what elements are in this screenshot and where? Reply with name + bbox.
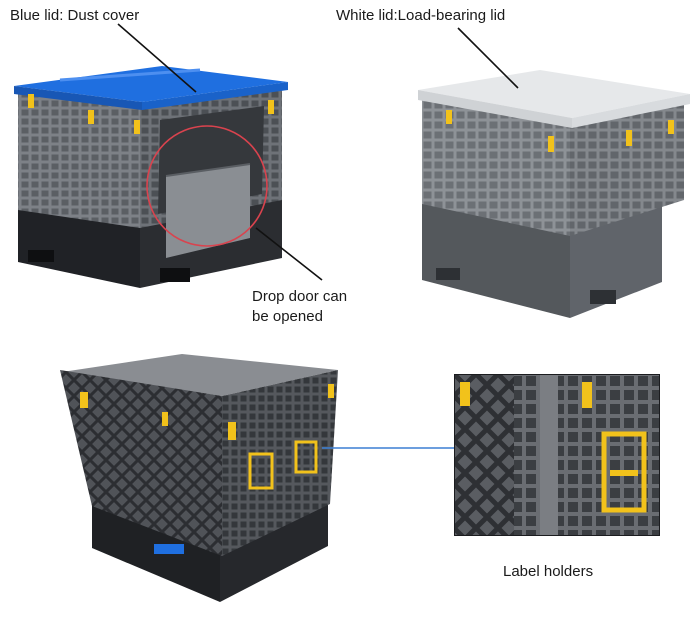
open-crate-image: [50, 340, 340, 610]
blue-lid-crate-image: [0, 0, 350, 340]
label-holders-label: Label holders: [503, 563, 594, 580]
drop-door-label-line2: be opened: [252, 308, 323, 325]
label-holder-detail-image: [454, 374, 660, 536]
blue-lid-label: Blue lid: Dust cover: [10, 7, 140, 24]
white-lid-label: White lid:Load-bearing lid: [336, 7, 506, 24]
drop-door-label-line1: Drop door can: [252, 288, 348, 305]
white-lid-crate-image: [400, 0, 700, 330]
